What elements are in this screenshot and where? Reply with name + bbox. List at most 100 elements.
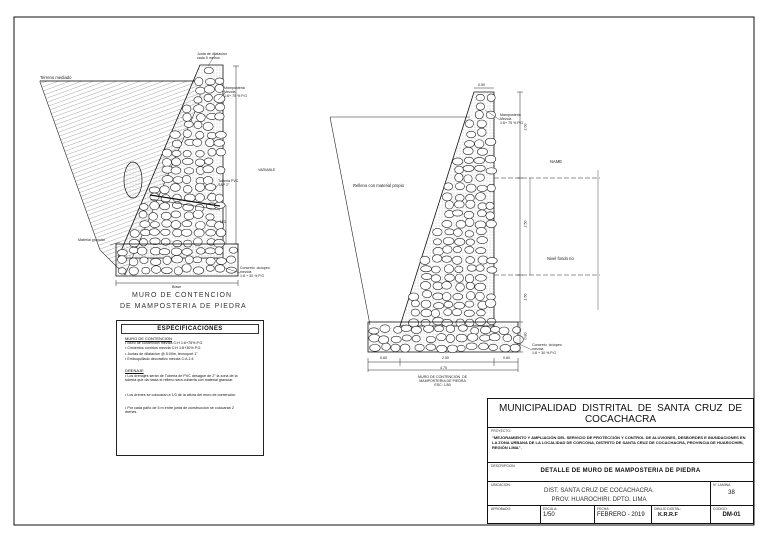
stone bbox=[229, 246, 238, 254]
stone bbox=[368, 327, 380, 335]
stone bbox=[443, 301, 454, 308]
code-caption: CODIGO: bbox=[713, 507, 728, 511]
stone bbox=[150, 258, 162, 266]
stone bbox=[184, 167, 195, 175]
stone bbox=[203, 66, 214, 75]
stone bbox=[452, 246, 462, 253]
stone bbox=[456, 344, 466, 352]
stone bbox=[432, 228, 443, 237]
stone bbox=[476, 147, 488, 156]
stone bbox=[182, 129, 192, 138]
stone bbox=[205, 103, 215, 112]
stone bbox=[477, 127, 487, 137]
spec-item: • Juntas de dilatacion @ 5.00m, tecnopor… bbox=[125, 352, 198, 356]
stone bbox=[183, 211, 195, 221]
stone bbox=[202, 122, 214, 131]
stone bbox=[476, 227, 487, 236]
stone bbox=[466, 130, 477, 139]
stone bbox=[465, 199, 476, 209]
stone bbox=[139, 203, 149, 211]
stone bbox=[420, 308, 432, 318]
stone bbox=[453, 228, 463, 237]
stone bbox=[432, 254, 443, 263]
stone bbox=[170, 183, 181, 192]
stone bbox=[162, 158, 172, 167]
stone bbox=[203, 176, 214, 185]
expansion-joint-label: Junta de dilatacion cada 5 metros bbox=[197, 52, 227, 60]
horizontal-dimension: 0.60 bbox=[380, 356, 387, 360]
date-value: FEBRERO - 2019 bbox=[597, 512, 645, 518]
stone bbox=[137, 246, 148, 256]
variable-label: VARIABLE bbox=[258, 168, 276, 172]
stone bbox=[205, 256, 216, 266]
stone bbox=[466, 264, 477, 272]
stone bbox=[182, 157, 194, 166]
stone bbox=[475, 192, 486, 201]
stone bbox=[172, 228, 183, 238]
stone bbox=[206, 132, 217, 140]
stone bbox=[454, 165, 464, 174]
location-line-1: DIST. SANTA CRUZ DE COCACHACRA. bbox=[544, 488, 654, 494]
stone bbox=[465, 238, 475, 246]
stone bbox=[410, 308, 420, 317]
vertical-dimension: 0.80 bbox=[523, 332, 528, 340]
masonry-label: Mamposteria Mezcla 1:6+ 75 % P.G bbox=[224, 86, 248, 98]
stone bbox=[455, 220, 467, 229]
stone bbox=[475, 247, 487, 254]
stone bbox=[171, 157, 181, 167]
stone bbox=[470, 327, 480, 335]
stone bbox=[195, 86, 206, 95]
stone bbox=[214, 264, 226, 273]
stone bbox=[214, 193, 224, 203]
stone bbox=[509, 343, 521, 353]
stone bbox=[442, 237, 455, 246]
stone bbox=[159, 202, 170, 211]
stone bbox=[215, 166, 226, 175]
stone bbox=[486, 266, 498, 274]
stone bbox=[474, 282, 487, 291]
stone bbox=[117, 249, 128, 257]
stone bbox=[162, 255, 172, 265]
stone bbox=[474, 110, 484, 120]
stone bbox=[420, 265, 432, 273]
stone bbox=[443, 308, 453, 316]
stone bbox=[464, 230, 474, 238]
stone bbox=[193, 266, 205, 275]
stone bbox=[141, 266, 151, 275]
stone bbox=[140, 229, 151, 237]
stone bbox=[454, 200, 465, 209]
stone bbox=[452, 157, 464, 166]
stone bbox=[378, 335, 390, 345]
stone bbox=[214, 77, 225, 85]
stone bbox=[390, 335, 402, 344]
stone bbox=[490, 326, 501, 333]
approved-caption: APROBADO: bbox=[491, 507, 512, 511]
stone bbox=[158, 248, 171, 256]
stone bbox=[441, 281, 452, 290]
spec-item: • Emboquillado decorativo mezcla C:A 1:4 bbox=[125, 357, 194, 361]
total-width-dimension: 4.70 bbox=[440, 366, 447, 370]
stone bbox=[215, 103, 226, 112]
stone bbox=[411, 326, 422, 334]
stone bbox=[193, 228, 205, 238]
stone bbox=[215, 147, 226, 157]
stone bbox=[408, 292, 420, 301]
stone bbox=[442, 245, 453, 254]
stone bbox=[462, 146, 474, 155]
stone bbox=[477, 209, 487, 218]
name-label: NAME bbox=[550, 159, 563, 164]
specifications-box: ESPECIFICACIONES MURO DE CONTENCION • Mu… bbox=[116, 320, 264, 456]
stone bbox=[447, 344, 458, 354]
stone bbox=[205, 78, 216, 86]
foundation-stones bbox=[117, 246, 238, 276]
stone bbox=[475, 274, 487, 282]
stone bbox=[454, 182, 465, 190]
stone bbox=[196, 247, 206, 255]
stone bbox=[476, 184, 488, 192]
stone bbox=[139, 220, 151, 228]
stone bbox=[445, 334, 455, 343]
stone bbox=[425, 335, 436, 343]
stone bbox=[432, 247, 444, 256]
stone bbox=[420, 281, 431, 290]
stone bbox=[425, 343, 437, 351]
